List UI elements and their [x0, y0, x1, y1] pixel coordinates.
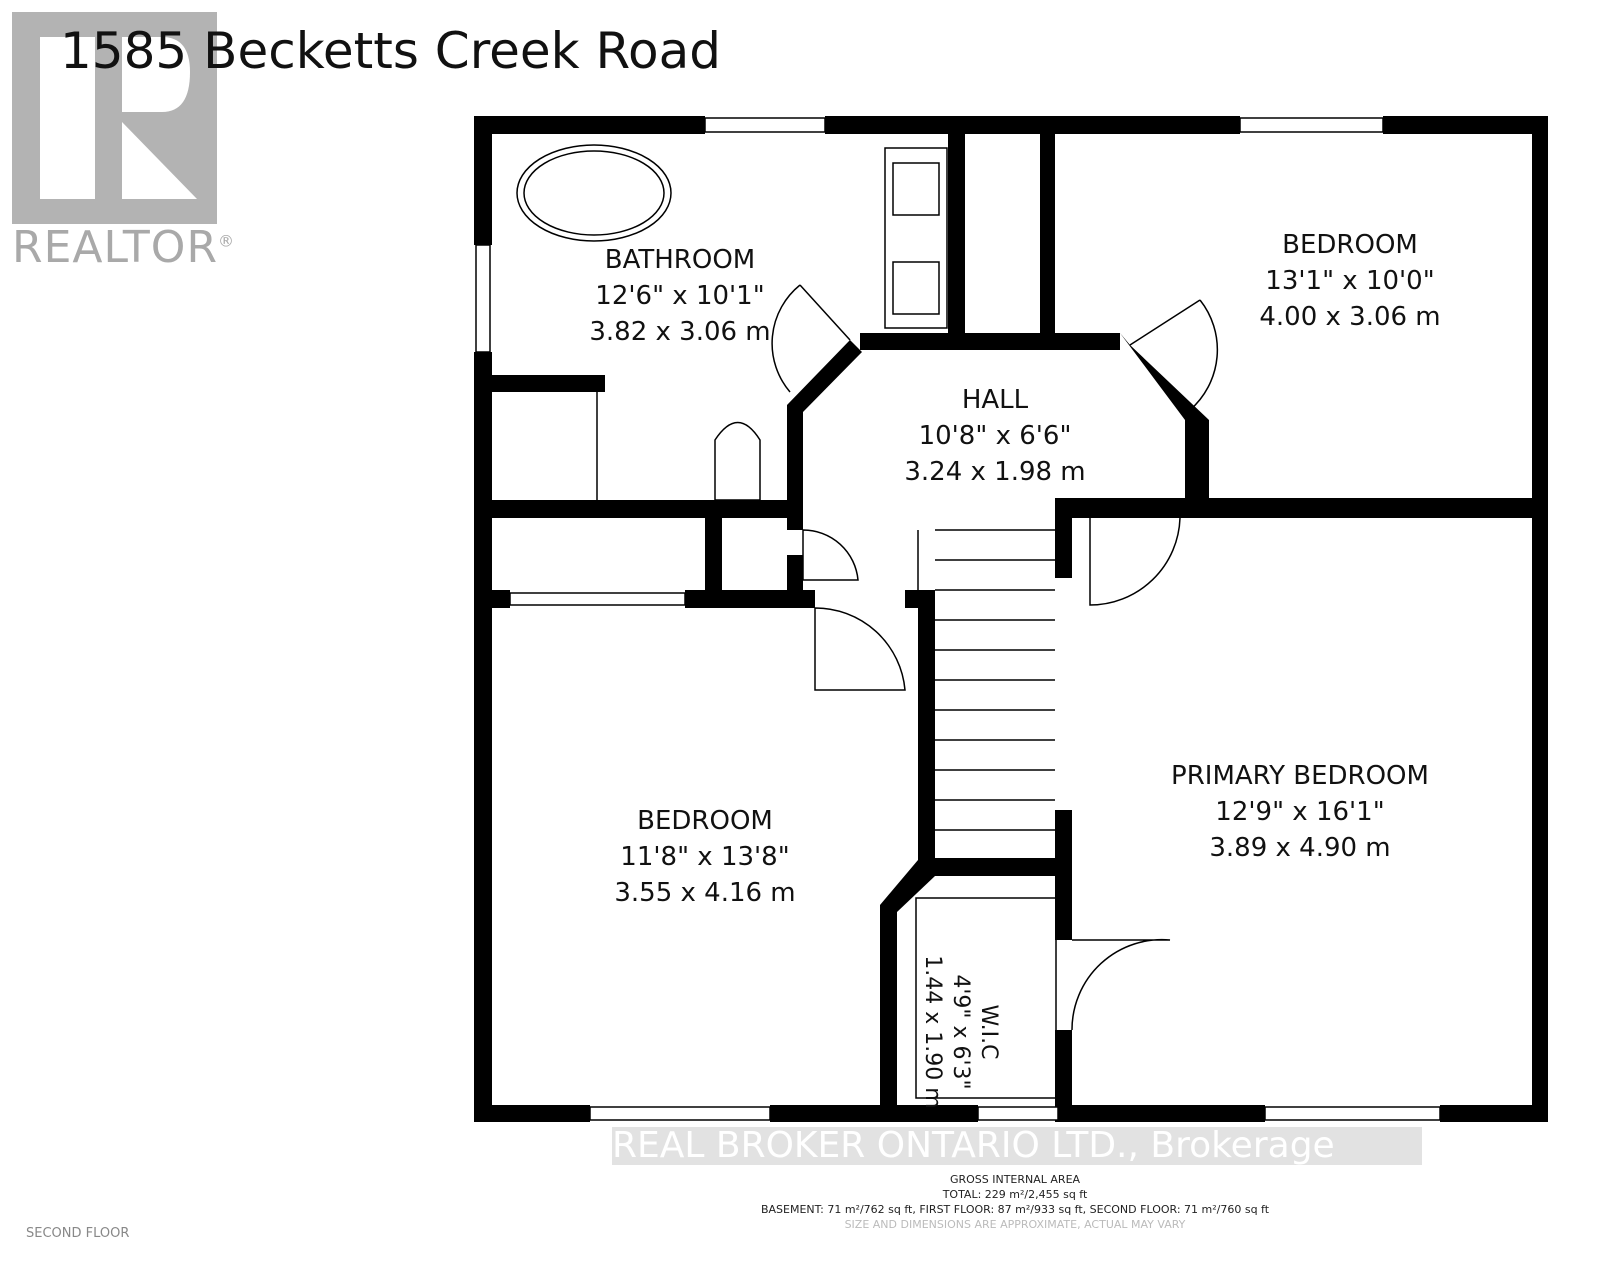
- page-title: 1585 Becketts Creek Road: [60, 22, 721, 80]
- realtor-logo-text: REALTOR®: [12, 222, 236, 273]
- gross-internal-area: GROSS INTERNAL AREA TOTAL: 229 m²/2,455 …: [760, 1173, 1270, 1231]
- doors: [771, 284, 1219, 1031]
- floor-label: SECOND FLOOR: [26, 1226, 130, 1241]
- walls: [474, 116, 1548, 1122]
- brokerage-watermark: REAL BROKER ONTARIO LTD., Brokerage: [612, 1127, 1422, 1165]
- windows: [475, 117, 1441, 1121]
- fixtures: [509, 144, 1057, 1099]
- realtor-logo: [12, 12, 217, 224]
